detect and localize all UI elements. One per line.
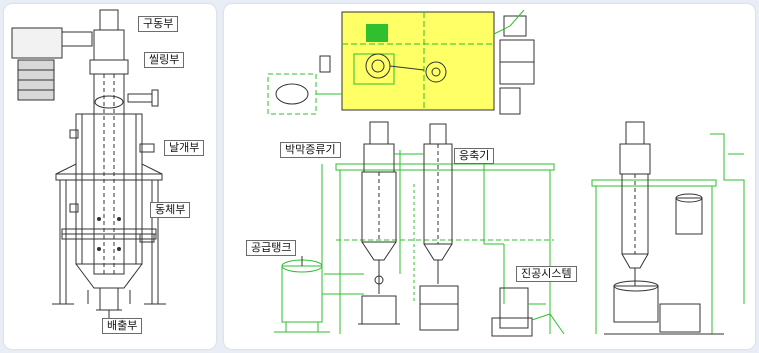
second-frame [591, 133, 745, 334]
evaporator-unit [358, 121, 400, 325]
feed-tank-unit [274, 256, 364, 333]
plant-layout-drawing [267, 9, 745, 337]
gearbox [11, 27, 63, 59]
evaporator-section-drawing [11, 9, 166, 330]
label-discharge: 배출부 [102, 318, 143, 334]
label-body: 동체부 [150, 202, 191, 218]
label-sealing: 씰링부 [144, 52, 185, 68]
label-vacuum-system: 진공시스템 [516, 266, 577, 282]
label-thin-film-evaporator: 박막증류기 [280, 142, 341, 158]
second-unit-equipment [604, 121, 724, 335]
vacuum-unit [491, 287, 565, 337]
piping [324, 150, 505, 304]
heating-jacket [75, 113, 143, 265]
seal-flange [89, 59, 129, 75]
label-drive: 구동부 [138, 16, 179, 32]
evaporator-section-panel: 구동부 씰링부 날개부 동체부 배출부 [4, 4, 216, 349]
label-blade: 날개부 [164, 140, 205, 156]
condenser-unit [419, 123, 459, 331]
plan-view [267, 9, 535, 115]
top-shaft [99, 9, 119, 31]
drive-housing [93, 29, 125, 61]
label-feed-tank: 공급탱크 [246, 240, 297, 256]
label-condenser: 응축기 [454, 148, 495, 164]
plant-layout-panel: 박막증류기 응축기 공급탱크 진공시스템 [224, 4, 755, 349]
coupling [61, 31, 93, 47]
